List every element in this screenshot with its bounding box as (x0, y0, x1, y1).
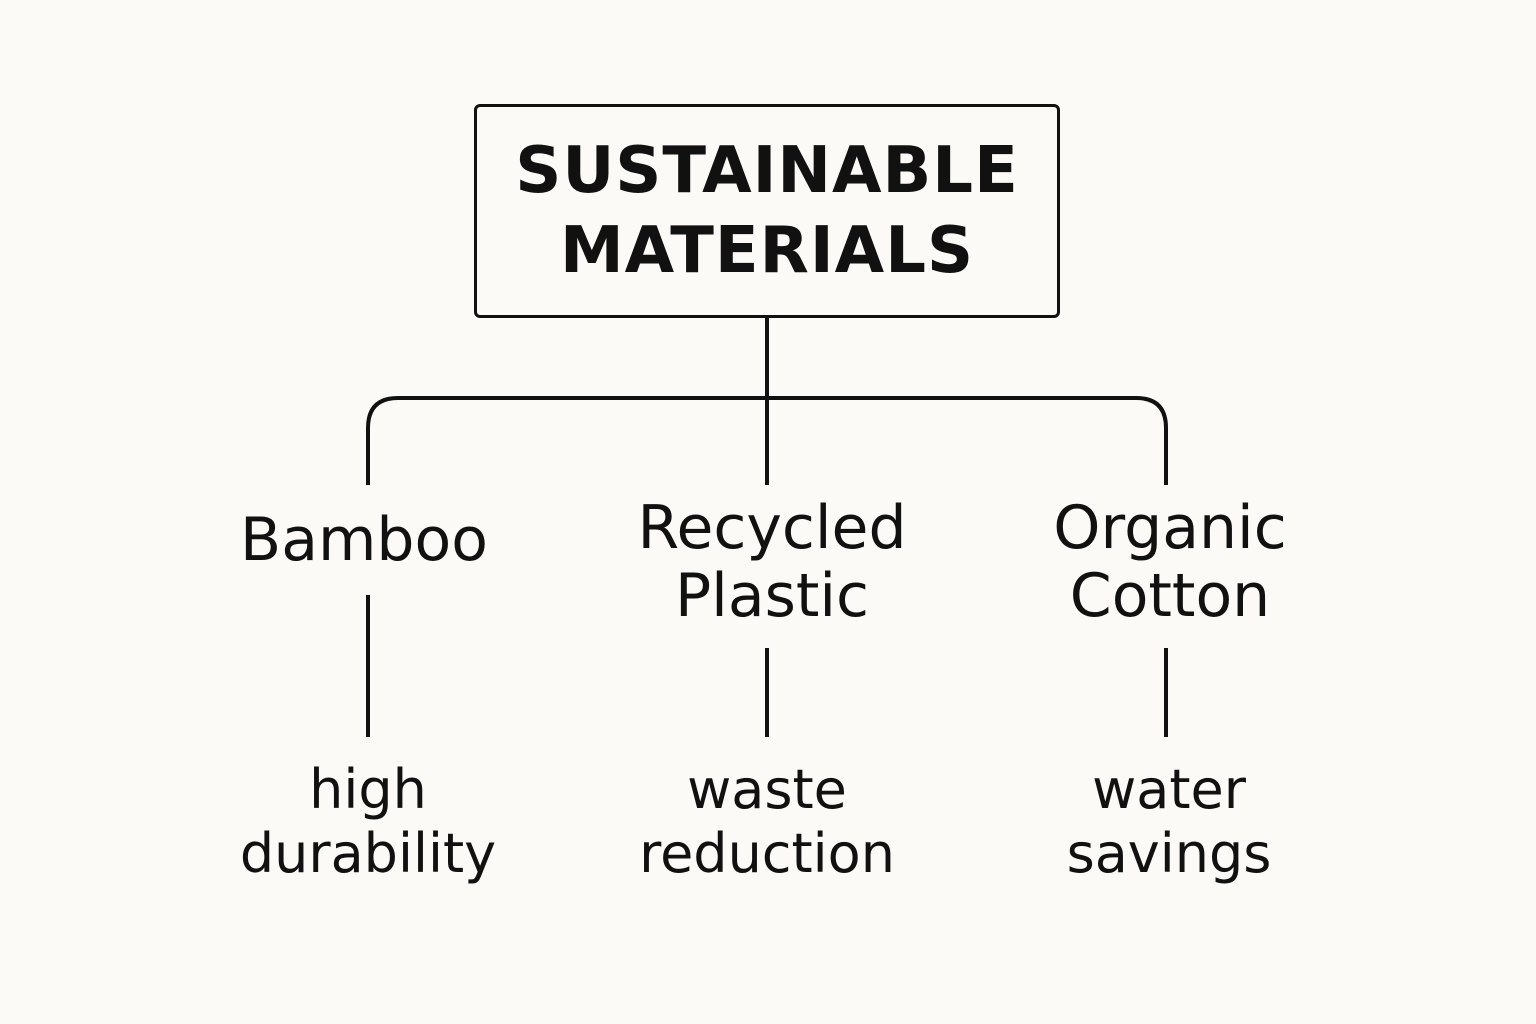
benefit-waste-reduction: waste reduction (567, 758, 967, 886)
benefit-text: durability (239, 822, 497, 885)
node-label: Recycled (637, 493, 907, 563)
node-recycled-plastic: Recycled Plastic (572, 494, 972, 630)
node-label: Bamboo (240, 505, 488, 575)
node-label: Organic (1053, 493, 1287, 563)
node-organic-cotton: Organic Cotton (970, 494, 1370, 630)
benefit-text: savings (1066, 822, 1272, 885)
node-label: Cotton (1069, 561, 1271, 631)
root-title-line1: SUSTAINABLE (515, 134, 1019, 208)
root-node-sustainable-materials: SUSTAINABLE MATERIALS (474, 104, 1060, 318)
benefit-text: water (1092, 758, 1246, 821)
benefit-high-durability: high durability (168, 758, 568, 886)
benefit-text: high (309, 758, 427, 821)
branch-bar (366, 396, 1168, 485)
node-label: Plastic (674, 561, 870, 631)
root-title-line2: MATERIALS (559, 214, 975, 288)
benefit-text: waste (687, 758, 847, 821)
node-bamboo: Bamboo (164, 506, 564, 574)
benefit-text: reduction (639, 822, 895, 885)
benefit-water-savings: water savings (969, 758, 1369, 886)
